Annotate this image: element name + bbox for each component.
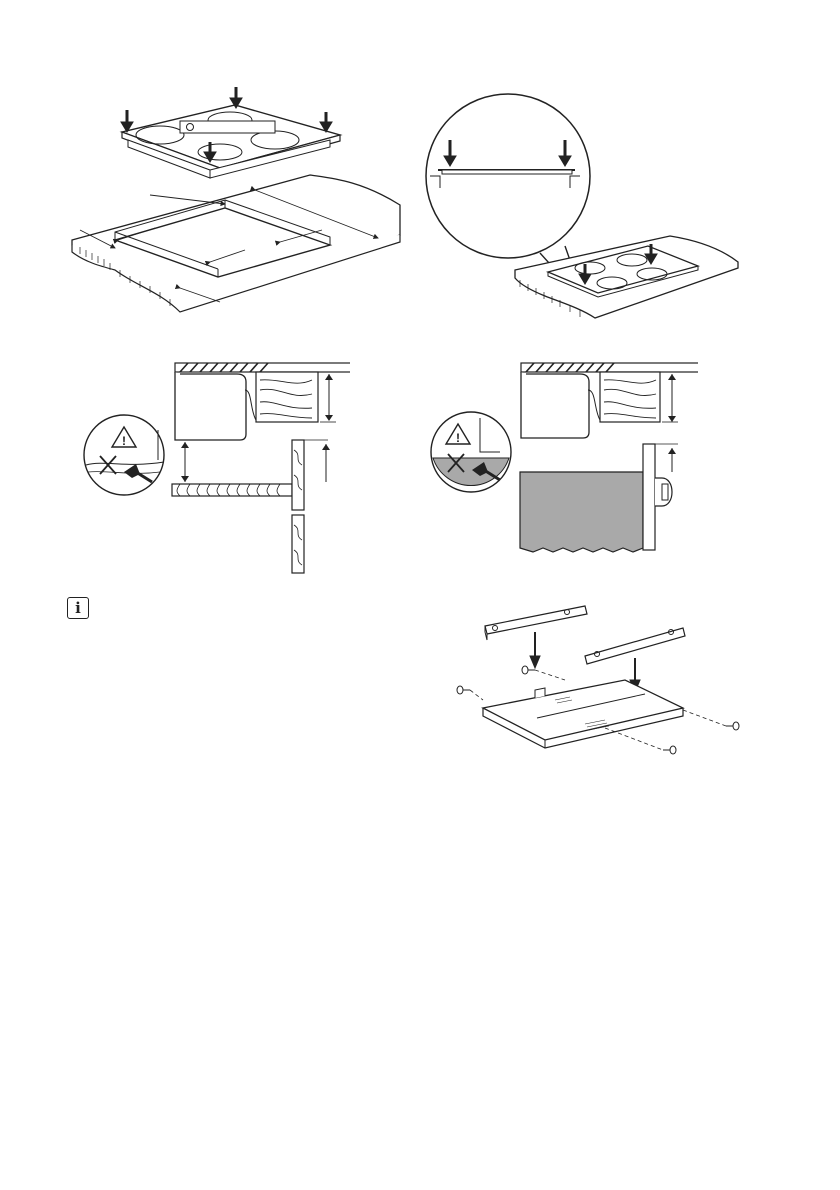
svg-text:!: !	[456, 431, 460, 445]
info-icon: i	[67, 597, 89, 619]
protection-box-assembly	[445, 598, 755, 768]
hob-cutout-installation	[60, 80, 405, 315]
svg-text:!: !	[122, 434, 126, 448]
clearance-over-oven: !	[428, 360, 698, 570]
clearance-over-drawer: !	[80, 360, 350, 580]
info-glyph: i	[75, 601, 81, 616]
magnifier-icon	[426, 94, 590, 258]
seal-pressure-detail	[420, 88, 750, 328]
